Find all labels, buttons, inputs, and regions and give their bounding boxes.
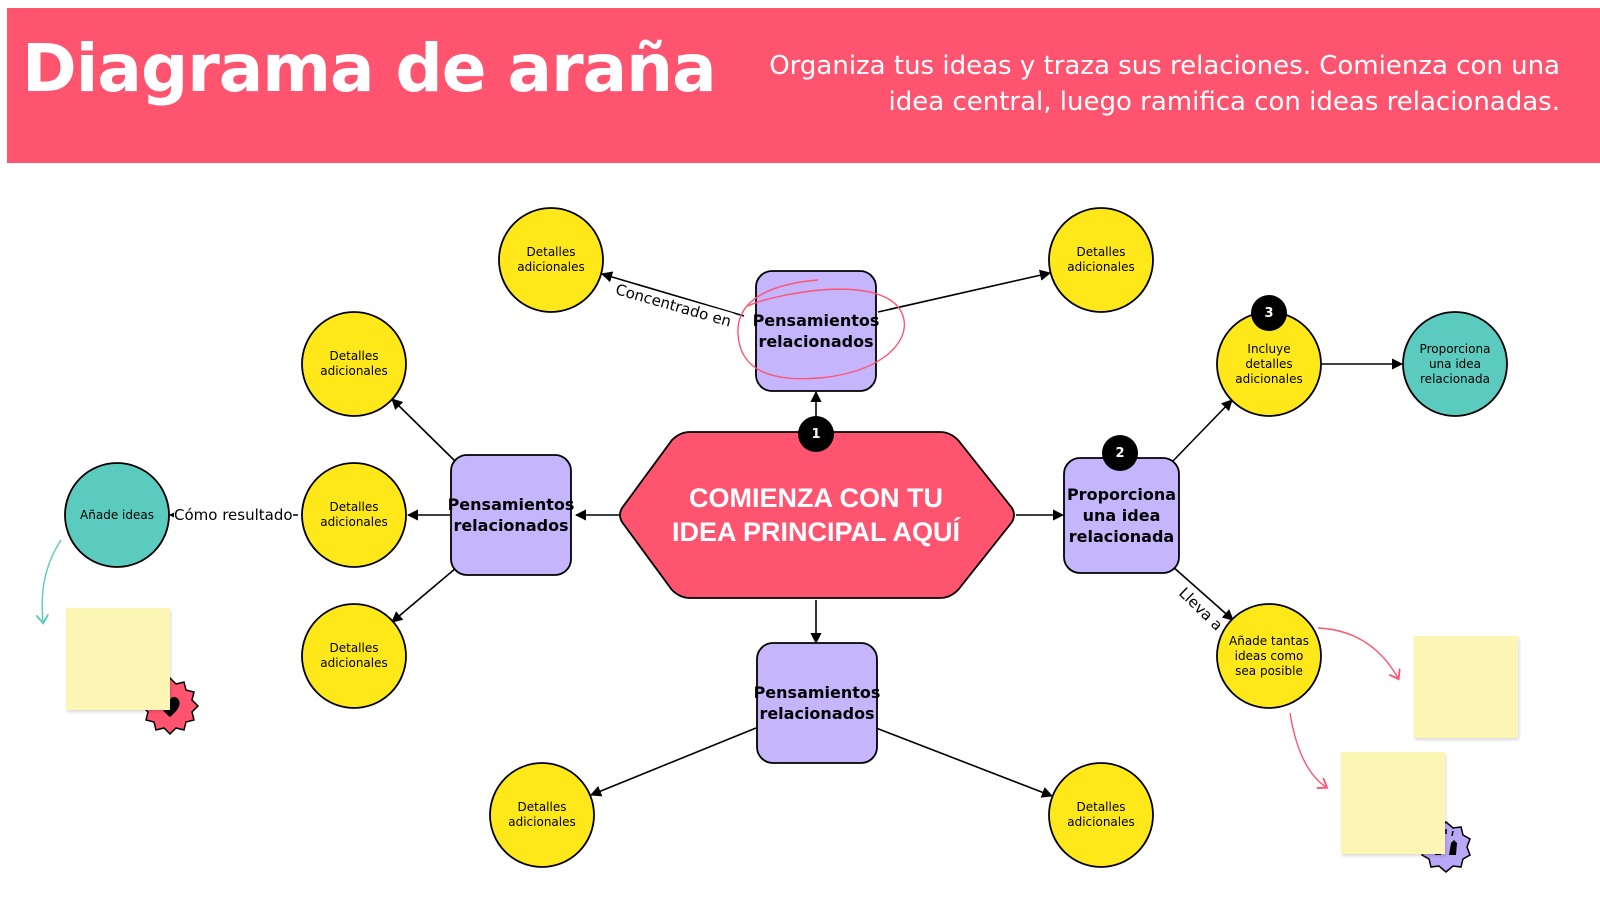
sticky-note-right-top[interactable] <box>1414 636 1518 738</box>
connector <box>1171 565 1234 621</box>
curved-arrow-teal <box>42 539 62 622</box>
connector <box>391 567 457 623</box>
center-hexagon <box>619 431 1015 599</box>
teal-circle-right <box>1402 311 1508 417</box>
connector <box>589 727 757 797</box>
sticky-note-left[interactable] <box>66 608 170 710</box>
center-idea-label: COMIENZA CON TU IDEA PRINCIPAL AQUÍ <box>671 483 961 547</box>
circle-left-bottom <box>301 603 407 709</box>
page-title: Diagrama de araña <box>22 30 717 107</box>
circle-top-left <box>498 207 604 313</box>
circle-right-upper-label: Incluye detalles adicionales <box>1235 341 1303 386</box>
square-bottom-label: Pensamientos relacionados <box>753 683 881 723</box>
connector <box>875 727 1054 798</box>
teal-circle-right-label: Proporciona una idea relacionada <box>1419 341 1491 386</box>
highlight-scribble <box>737 279 906 380</box>
curved-arrow-red-right <box>1317 627 1398 678</box>
step-badge-2: 2 <box>1102 435 1138 471</box>
circle-left-bottom-label: Detalles adicionales <box>320 641 388 670</box>
circle-left-top-label: Detalles adicionales <box>320 349 388 378</box>
square-left <box>450 454 572 576</box>
header-banner <box>7 8 1600 163</box>
circle-bottom-right-label: Detalles adicionales <box>1067 800 1135 829</box>
square-bottom <box>756 642 878 764</box>
curved-arrow-red-down <box>1289 712 1326 787</box>
step-badge-1: 1 <box>798 416 834 452</box>
circle-top-right-label: Detalles adicionales <box>1067 245 1135 274</box>
square-right-label: Proporciona una idea relacionada <box>1066 485 1177 546</box>
circle-left-mid <box>301 462 407 568</box>
page-subtitle: Organiza tus ideas y traza sus relacione… <box>769 51 1560 117</box>
sticky-note-right-bottom[interactable] <box>1341 752 1445 854</box>
circle-bottom-left-label: Detalles adicionales <box>508 800 576 829</box>
teal-circle-left <box>64 462 170 568</box>
connector <box>391 398 457 463</box>
connector <box>877 269 1052 313</box>
square-left-label: Pensamientos relacionados <box>447 495 575 535</box>
circle-right-lower-label: Añade tantas ideas como sea posible <box>1229 633 1309 678</box>
circle-left-mid-label: Detalles adicionales <box>320 500 388 529</box>
connector <box>1171 399 1233 463</box>
circle-top-right <box>1048 207 1154 313</box>
edge-label-resultado: Cómo resultado <box>174 506 293 524</box>
circle-bottom-left <box>489 762 595 868</box>
circle-bottom-right <box>1048 762 1154 868</box>
circle-left-top <box>301 311 407 417</box>
square-top-label: Pensamientos relacionados <box>752 311 880 351</box>
step-badge-3: 3 <box>1251 295 1287 331</box>
circle-top-left-label: Detalles adicionales <box>517 245 585 274</box>
square-top <box>755 270 877 392</box>
teal-circle-left-label: Añade ideas <box>80 507 154 522</box>
circle-right-lower <box>1216 603 1322 709</box>
